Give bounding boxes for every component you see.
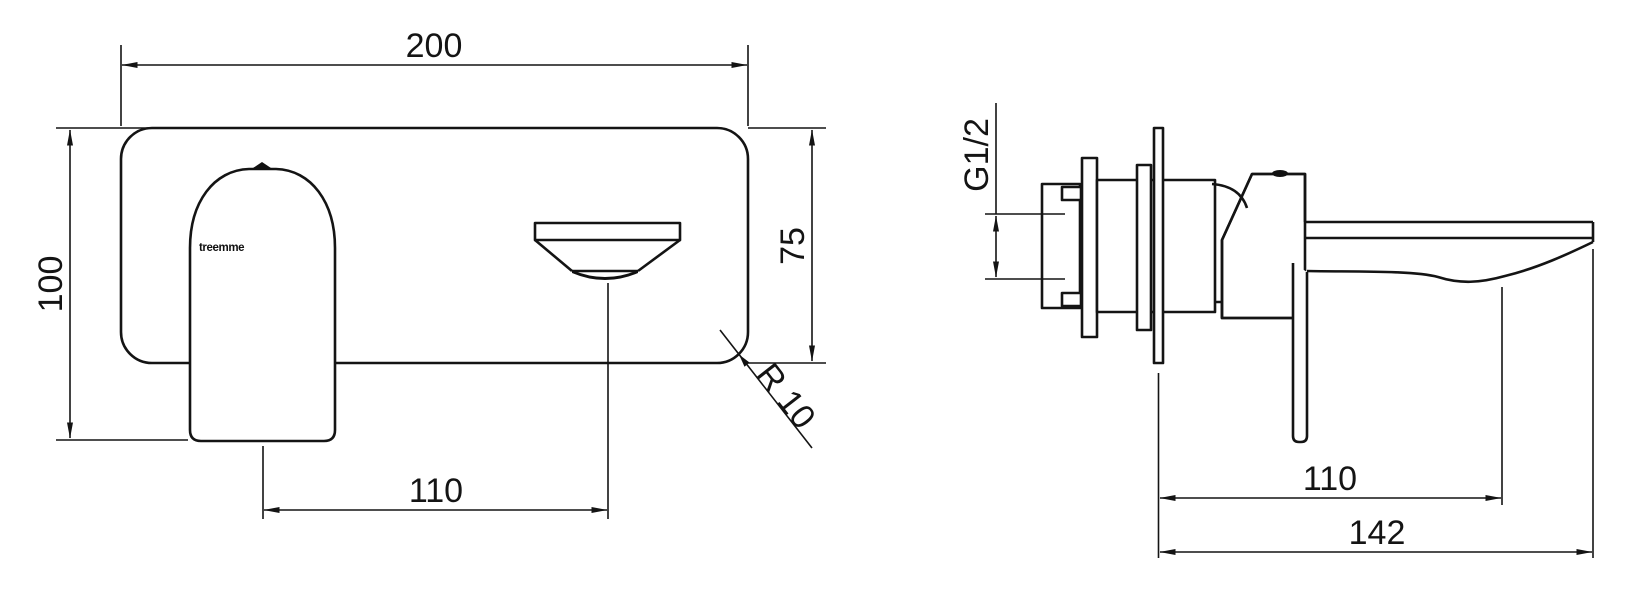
- handle-top-notch: [250, 162, 274, 170]
- dimension-label: 200: [406, 27, 463, 65]
- mounting-plate: [1080, 156, 1099, 339]
- dimension-wall-to-aerator: 110: [1159, 460, 1502, 501]
- dimension-label: G1/2: [958, 118, 996, 192]
- dimension-label: 142: [1349, 514, 1406, 552]
- spout-cone-right: [637, 238, 681, 273]
- handle-top-dot: [1272, 170, 1288, 177]
- radius-arrowhead: [739, 354, 750, 367]
- brand-logo-text: treemme: [199, 242, 244, 254]
- inlet-body-block: [1040, 182, 1082, 310]
- dimension-label: R 10: [749, 356, 823, 436]
- front-view: treemme 200 100 75: [32, 27, 826, 519]
- spout-top-bar: [533, 221, 682, 242]
- dimension-wall-to-tip: 142: [1159, 514, 1593, 555]
- handle-front: [188, 167, 337, 443]
- handle-base-arc: [1211, 182, 1249, 209]
- dimension-label: 100: [32, 256, 70, 313]
- dimension-label: 110: [1303, 460, 1357, 498]
- dimension-handle-to-spout: 110: [262, 446, 608, 519]
- handle-body-outline: [1220, 172, 1307, 320]
- radius-leader-line: [719, 329, 813, 449]
- dimension-plate-width: 200: [120, 27, 749, 126]
- backing-plate: [1135, 163, 1153, 332]
- screw-tab-bottom-left: [1060, 291, 1083, 308]
- extension-line: [56, 127, 188, 441]
- extension-line: [985, 213, 1065, 280]
- aerator-shadow: [572, 270, 638, 280]
- side-view: G1/2 110 142: [958, 103, 1595, 558]
- dimension-label: 110: [409, 472, 463, 510]
- dimension-overall-height: 100: [32, 127, 188, 441]
- dimension-label: 75: [774, 227, 812, 265]
- wall-plate-edge: [1152, 126, 1165, 365]
- spout-front: [533, 221, 682, 280]
- spout-underside-curve: [1306, 240, 1594, 284]
- extension-line: [748, 127, 826, 364]
- screw-tab-top-left: [1060, 185, 1083, 202]
- extension-line: [120, 45, 749, 126]
- handle-side: [1211, 170, 1309, 444]
- dimension-inlet-thread: G1/2: [958, 103, 1065, 280]
- handle-paddle: [1291, 263, 1309, 444]
- dimension-plate-height: 75: [748, 127, 826, 364]
- spout-cone-left: [534, 239, 573, 272]
- spout-side: [1305, 220, 1595, 284]
